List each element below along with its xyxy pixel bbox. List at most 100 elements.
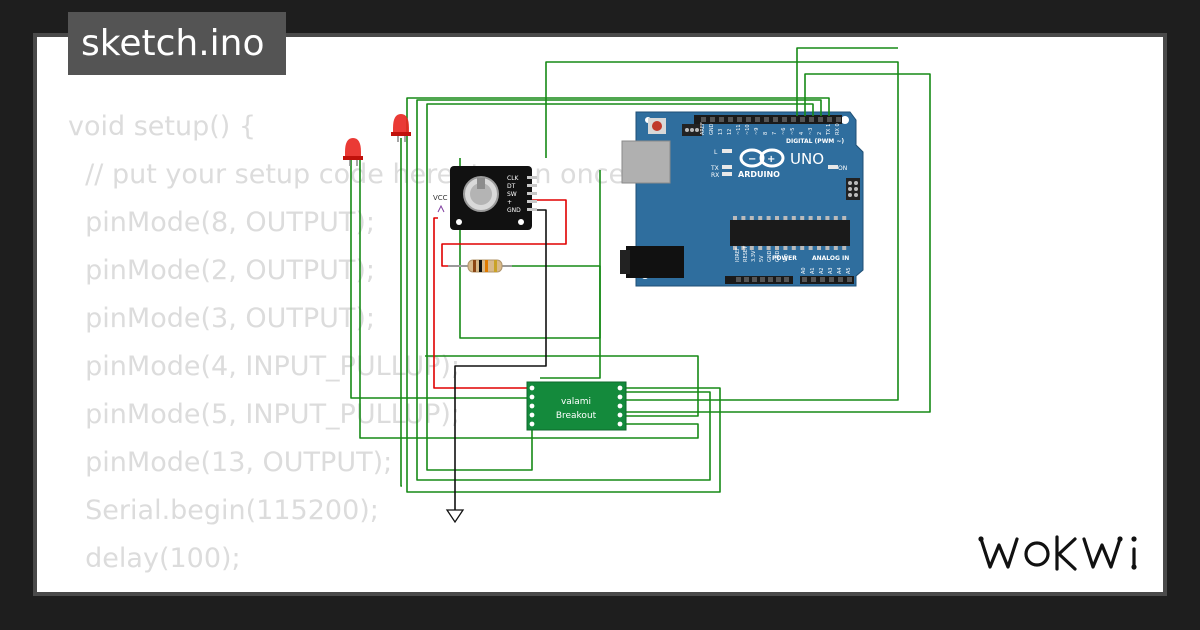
- power-pin-label: RESET: [743, 245, 749, 262]
- header-pin[interactable]: [710, 117, 715, 122]
- header-pin[interactable]: [820, 277, 825, 282]
- header-pin[interactable]: [728, 117, 733, 122]
- digital-pin-label: ~9: [754, 128, 760, 135]
- wire-red: [433, 217, 530, 389]
- wire-green: [350, 160, 530, 399]
- breakout-board[interactable]: valami Breakout: [526, 381, 627, 431]
- header-pin[interactable]: [752, 277, 757, 282]
- digital-pin-label: ~5: [790, 128, 796, 135]
- resistor[interactable]: [448, 259, 512, 273]
- breakout-pin[interactable]: [529, 385, 535, 391]
- header-pin[interactable]: [836, 117, 841, 122]
- power-header: [725, 276, 793, 284]
- code-line: pinMode(2, OUTPUT);: [68, 255, 376, 286]
- digital-pin-label: 8: [763, 132, 769, 135]
- header-pin[interactable]: [736, 277, 741, 282]
- header-pin[interactable]: [719, 117, 724, 122]
- digital-pin-label: 2: [817, 132, 823, 135]
- header-pin[interactable]: [838, 277, 843, 282]
- digital-pin-label: 7: [772, 132, 778, 135]
- header-pin[interactable]: [768, 277, 773, 282]
- ground-icon: [445, 509, 465, 524]
- digital-pin-label: 4: [799, 132, 805, 135]
- digital-pin-label: ~10: [745, 124, 751, 135]
- header-pin[interactable]: [760, 277, 765, 282]
- analog-pin-label: A5: [846, 267, 852, 274]
- analog-pin-label: A0: [801, 267, 807, 274]
- header-pin[interactable]: [791, 117, 796, 122]
- encoder-pin-label: +: [507, 199, 512, 206]
- breakout-pin[interactable]: [529, 394, 535, 400]
- l-label: L: [714, 149, 718, 156]
- wire-green: [624, 73, 931, 413]
- breakout-pin[interactable]: [617, 403, 623, 409]
- header-pin[interactable]: [784, 277, 789, 282]
- encoder-pin-label: GND: [507, 207, 521, 214]
- breakout-pin[interactable]: [617, 412, 623, 418]
- header-pin[interactable]: [744, 277, 749, 282]
- breakout-pin[interactable]: [529, 412, 535, 418]
- power-jack: [626, 246, 684, 278]
- led-red-left[interactable]: [343, 138, 363, 166]
- wire-green: [406, 97, 830, 493]
- encoder-pin-label: SW: [507, 191, 517, 198]
- header-pin[interactable]: [746, 117, 751, 122]
- header-pin[interactable]: [737, 117, 742, 122]
- on-label: ON: [838, 165, 847, 172]
- breakout-pin[interactable]: [617, 385, 623, 391]
- wire-green: [425, 355, 699, 417]
- wokwi-logo: [978, 535, 1137, 571]
- power-pin-label: 3.3V: [751, 250, 757, 262]
- code-line: Serial.begin(115200);: [68, 495, 379, 526]
- header-pin[interactable]: [802, 277, 807, 282]
- analog-pin-label: A3: [828, 267, 834, 274]
- code-line: pinMode(3, OUTPUT);: [68, 303, 376, 334]
- arduino-uno-board[interactable]: − + UNO ARDUINO DIGITAL (PWM ~) POWER AN…: [620, 111, 864, 287]
- svg-text:+: +: [767, 154, 775, 165]
- header-pin[interactable]: [776, 277, 781, 282]
- header-pin[interactable]: [829, 277, 834, 282]
- digital-pin-label: ~11: [736, 124, 742, 135]
- header-pin[interactable]: [847, 277, 852, 282]
- wire-green: [426, 103, 814, 471]
- rx-label: RX: [711, 172, 719, 179]
- code-line: pinMode(5, INPUT_PULLUP);: [68, 399, 461, 430]
- file-tab[interactable]: sketch.ino: [68, 12, 286, 75]
- header-pin[interactable]: [773, 117, 778, 122]
- wires: [350, 47, 931, 510]
- header-pin[interactable]: [800, 117, 805, 122]
- power-pin-label: GND: [775, 250, 781, 262]
- breakout-pin[interactable]: [617, 394, 623, 400]
- digital-label: DIGITAL (PWM ~): [786, 138, 844, 145]
- encoder-pin[interactable]: [527, 192, 537, 195]
- wire-black: [454, 209, 547, 510]
- header-pin[interactable]: [811, 277, 816, 282]
- breakout-pin[interactable]: [529, 403, 535, 409]
- encoder-pin-label: DT: [507, 183, 516, 190]
- analog-pin-label: A4: [837, 267, 843, 274]
- breakout-pin[interactable]: [617, 421, 623, 427]
- breakout-pin[interactable]: [529, 421, 535, 427]
- encoder-pin[interactable]: [527, 208, 537, 211]
- header-pin[interactable]: [818, 117, 823, 122]
- tx-label: TX: [710, 165, 719, 172]
- breakout-title: valami: [561, 397, 591, 407]
- encoder-pin[interactable]: [527, 176, 537, 179]
- led-red-right[interactable]: [391, 114, 411, 142]
- encoder-pin[interactable]: [527, 200, 537, 203]
- encoder-pin[interactable]: [527, 184, 537, 187]
- wire-green: [459, 158, 601, 339]
- header-pin[interactable]: [701, 117, 706, 122]
- header-pin[interactable]: [809, 117, 814, 122]
- wire-green: [505, 265, 601, 379]
- header-pin[interactable]: [827, 117, 832, 122]
- code-line: pinMode(4, INPUT_PULLUP);: [68, 351, 461, 382]
- power-pin-label: Vin: [783, 254, 789, 262]
- header-pin[interactable]: [764, 117, 769, 122]
- usb-connector: [621, 140, 671, 184]
- header-pin[interactable]: [782, 117, 787, 122]
- header-pin[interactable]: [755, 117, 760, 122]
